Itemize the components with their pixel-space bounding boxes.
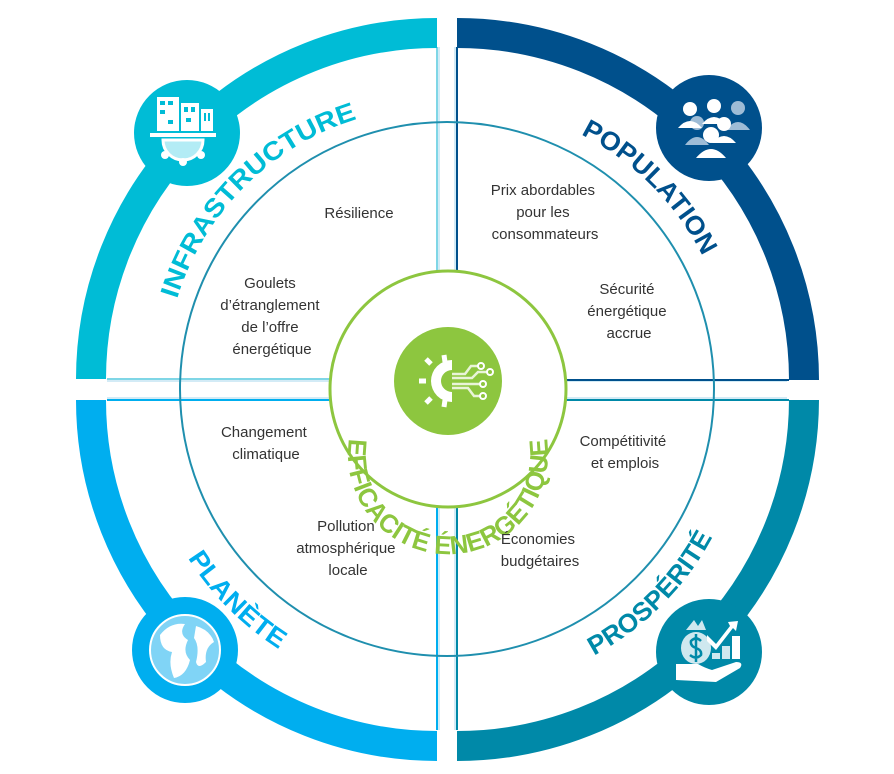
item-competitivite: Compétitivité et emplois [580,433,671,472]
center-disc [394,327,502,435]
globe-icon [132,597,238,703]
item-securite: Sécurité énergétique accrue [587,281,670,342]
infrastructure-items: Résilience Goulets d’étranglement de l’o… [220,205,393,358]
item-economies: Économies budgétaires [501,531,579,570]
inner-ring [179,121,715,657]
money-bag-growth-icon [656,599,762,705]
gear-circuit-icon [419,354,494,408]
item-changement-climatique: Changement climatique [221,424,311,463]
item-pollution: Pollution atmosphérique locale [296,518,399,579]
prosperite-items: Compétitivité et emplois Économies budgé… [501,433,671,570]
people-group-icon [656,75,762,181]
planete-items: Changement climatique Pollution atmosphé… [221,424,399,579]
item-resilience: Résilience [324,205,393,222]
item-goulets: Goulets d’étranglement de l’offre énergé… [220,275,323,358]
item-prix-abordables: Prix abordables pour les consommateurs [491,182,599,243]
buildings-gear-icon [134,80,240,186]
population-items: Prix abordables pour les consommateurs S… [491,182,670,342]
